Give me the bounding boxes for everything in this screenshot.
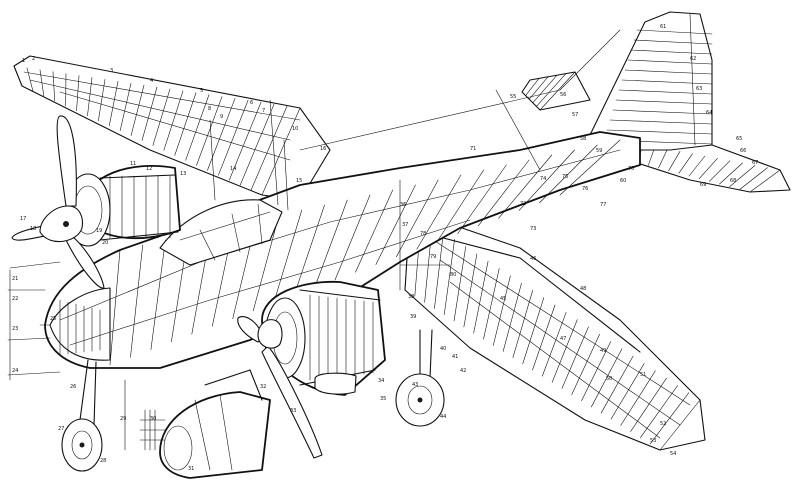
callout-number: 13 — [180, 171, 186, 177]
right-propeller — [237, 316, 323, 459]
right-wing — [404, 209, 706, 451]
callout-number: 69 — [700, 182, 706, 188]
left-propeller — [11, 115, 105, 289]
callout-number: 44 — [440, 414, 446, 420]
callout-number: 41 — [452, 354, 458, 360]
callout-number: 36 — [400, 202, 406, 208]
callout-number: 24 — [12, 368, 18, 374]
callout-number: 22 — [12, 296, 18, 302]
callout-number: 48 — [580, 286, 586, 292]
callout-number: 16 — [320, 146, 326, 152]
callout-number: 34 — [378, 378, 384, 384]
callout-number: 59 — [596, 148, 602, 154]
callout-number: 7 — [262, 108, 265, 114]
callout-number: 47 — [560, 336, 566, 342]
callout-number: 75 — [562, 174, 568, 180]
callout-number: 18 — [30, 226, 36, 232]
callout-number: 1 — [22, 58, 25, 64]
callout-number: 49 — [600, 348, 606, 354]
callout-number: 67 — [752, 160, 758, 166]
left-wing — [13, 55, 331, 201]
callout-number: 52 — [660, 421, 666, 427]
callout-number: 51 — [640, 372, 646, 378]
callout-number: 3 — [110, 68, 113, 74]
callout-number: 11 — [130, 161, 136, 167]
callout-number: 31 — [188, 466, 194, 472]
callout-number: 73 — [530, 226, 536, 232]
callout-number: 58 — [580, 136, 586, 142]
callout-number: 35 — [380, 396, 386, 402]
antenna-and-leader-lines — [7, 29, 621, 451]
callout-number: 78 — [420, 231, 426, 237]
callout-number: 68 — [730, 178, 736, 184]
callout-number: 8 — [208, 106, 211, 112]
callout-number: 72 — [520, 201, 526, 207]
callout-number: 77 — [600, 202, 606, 208]
callout-number: 17 — [20, 216, 26, 222]
callout-number: 64 — [706, 110, 712, 116]
callout-number: 56 — [560, 92, 566, 98]
callout-number: 63 — [696, 86, 702, 92]
callout-number: 80 — [450, 272, 456, 278]
callout-number: 29 — [120, 416, 126, 422]
callout-number: 70 — [628, 166, 634, 172]
callout-number: 42 — [460, 368, 466, 374]
callout-number: 25 — [50, 316, 56, 322]
callout-number: 6 — [250, 100, 253, 106]
callout-number: 14 — [230, 166, 236, 172]
callout-number: 27 — [58, 426, 64, 432]
callout-number: 5 — [200, 88, 203, 94]
callout-number: 20 — [102, 240, 108, 246]
callout-number: 39 — [410, 314, 416, 320]
callout-number: 12 — [146, 166, 152, 172]
callout-number: 46 — [530, 256, 536, 262]
callout-number: 23 — [12, 326, 18, 332]
callout-number: 57 — [572, 112, 578, 118]
callout-number: 21 — [12, 276, 18, 282]
callout-number: 40 — [440, 346, 446, 352]
callout-number: 50 — [606, 376, 612, 382]
callout-number: 71 — [470, 146, 476, 152]
callout-number: 32 — [260, 384, 266, 390]
callout-number: 74 — [540, 176, 546, 182]
left-engine-nacelle — [65, 165, 181, 247]
callout-number: 65 — [736, 136, 742, 142]
callout-number: 33 — [290, 408, 296, 414]
callout-number: 76 — [582, 186, 588, 192]
callout-number: 62 — [690, 56, 696, 62]
callout-number: 30 — [150, 416, 156, 422]
callout-number: 54 — [670, 451, 676, 457]
callout-number: 19 — [96, 228, 102, 234]
callout-number: 2 — [32, 56, 35, 62]
callout-number: 61 — [660, 24, 666, 30]
callout-number: 37 — [402, 222, 408, 228]
callout-number: 79 — [430, 254, 436, 260]
nose-landing-gear — [61, 359, 103, 472]
callout-number: 15 — [296, 178, 302, 184]
right-engine-nacelle — [261, 280, 386, 396]
callout-number: 60 — [620, 178, 626, 184]
vertical-fin — [589, 11, 713, 151]
callout-number: 28 — [100, 458, 106, 464]
callout-number: 4 — [150, 78, 153, 84]
main-landing-gear — [395, 329, 445, 427]
callout-number: 45 — [500, 296, 506, 302]
callout-number: 66 — [740, 148, 746, 154]
callout-number: 38 — [408, 294, 414, 300]
callout-number: 53 — [650, 438, 656, 444]
callout-number: 43 — [412, 382, 418, 388]
inset-nose-detail — [139, 369, 271, 479]
callout-number: 10 — [292, 126, 298, 132]
callout-number: 26 — [70, 384, 76, 390]
callout-number: 55 — [510, 94, 516, 100]
callout-number: 9 — [220, 114, 223, 120]
fuselage — [44, 131, 641, 369]
